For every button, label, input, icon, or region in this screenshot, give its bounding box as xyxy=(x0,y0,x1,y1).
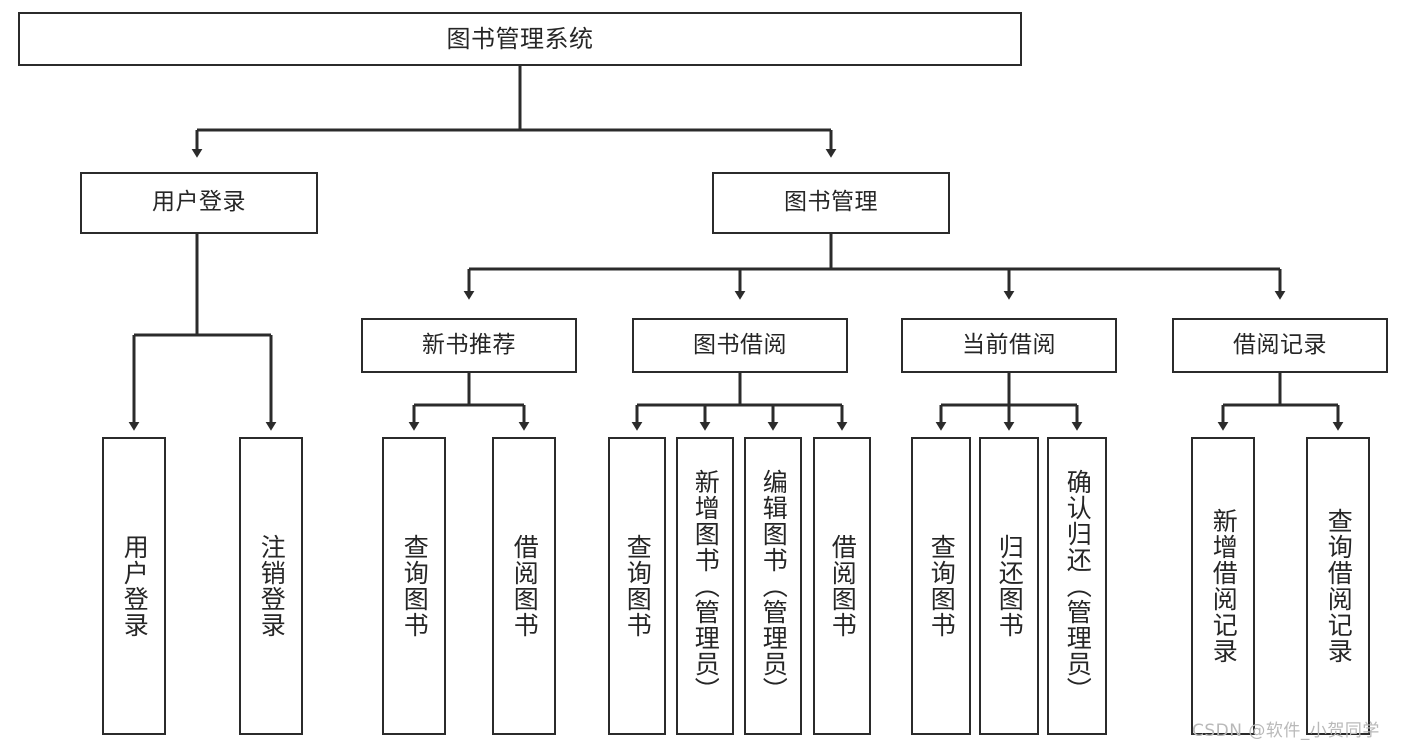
node-borrow-record[interactable]: 借阅记录 xyxy=(1172,318,1388,373)
node-leaf-current-query-book-label: 查询图书 xyxy=(927,534,957,638)
node-leaf-add-borrow-record[interactable]: 新增借阅记录 xyxy=(1191,437,1255,735)
csdn-watermark: CSDN @软件_小贺同学 xyxy=(1192,721,1380,741)
node-leaf-borrow-query-book-label: 查询图书 xyxy=(623,534,653,638)
node-book-borrow[interactable]: 图书借阅 xyxy=(632,318,848,373)
node-leaf-current-query-book[interactable]: 查询图书 xyxy=(911,437,971,735)
node-leaf-logout[interactable]: 注销登录 xyxy=(239,437,303,735)
node-book-management-label: 图书管理 xyxy=(784,189,878,216)
node-leaf-confirm-return-admin-label: 确认归还（管理员） xyxy=(1063,469,1093,703)
node-leaf-add-borrow-record-label: 新增借阅记录 xyxy=(1209,508,1239,664)
node-leaf-query-borrow-record[interactable]: 查询借阅记录 xyxy=(1306,437,1370,735)
node-new-book-recommend-label: 新书推荐 xyxy=(422,331,516,358)
node-leaf-edit-book-admin[interactable]: 编辑图书（管理员） xyxy=(744,437,802,735)
node-leaf-user-login-label: 用户登录 xyxy=(120,534,150,638)
node-leaf-borrow-book[interactable]: 借阅图书 xyxy=(813,437,871,735)
node-book-borrow-label: 图书借阅 xyxy=(693,331,787,358)
node-leaf-recommend-query-book-label: 查询图书 xyxy=(400,534,430,638)
node-leaf-edit-book-admin-label: 编辑图书（管理员） xyxy=(759,469,789,703)
node-root[interactable]: 图书管理系统 xyxy=(18,12,1022,66)
node-leaf-add-book-admin[interactable]: 新增图书（管理员） xyxy=(676,437,734,735)
node-root-label: 图书管理系统 xyxy=(446,24,594,53)
node-leaf-recommend-borrow-book-label: 借阅图书 xyxy=(510,534,540,638)
node-leaf-confirm-return-admin[interactable]: 确认归还（管理员） xyxy=(1047,437,1107,735)
node-current-borrow[interactable]: 当前借阅 xyxy=(901,318,1117,373)
node-book-management[interactable]: 图书管理 xyxy=(712,172,950,234)
node-new-book-recommend[interactable]: 新书推荐 xyxy=(361,318,577,373)
node-leaf-query-borrow-record-label: 查询借阅记录 xyxy=(1324,508,1354,664)
node-leaf-borrow-query-book[interactable]: 查询图书 xyxy=(608,437,666,735)
node-leaf-user-login[interactable]: 用户登录 xyxy=(102,437,166,735)
node-leaf-return-book-label: 归还图书 xyxy=(995,534,1025,638)
node-user-login[interactable]: 用户登录 xyxy=(80,172,318,234)
node-borrow-record-label: 借阅记录 xyxy=(1233,331,1327,358)
node-leaf-logout-label: 注销登录 xyxy=(257,534,287,638)
node-current-borrow-label: 当前借阅 xyxy=(962,331,1056,358)
node-leaf-recommend-query-book[interactable]: 查询图书 xyxy=(382,437,446,735)
node-user-login-label: 用户登录 xyxy=(152,189,246,216)
node-leaf-return-book[interactable]: 归还图书 xyxy=(979,437,1039,735)
node-leaf-add-book-admin-label: 新增图书（管理员） xyxy=(691,469,721,703)
node-leaf-borrow-book-label: 借阅图书 xyxy=(828,534,858,638)
node-leaf-recommend-borrow-book[interactable]: 借阅图书 xyxy=(492,437,556,735)
